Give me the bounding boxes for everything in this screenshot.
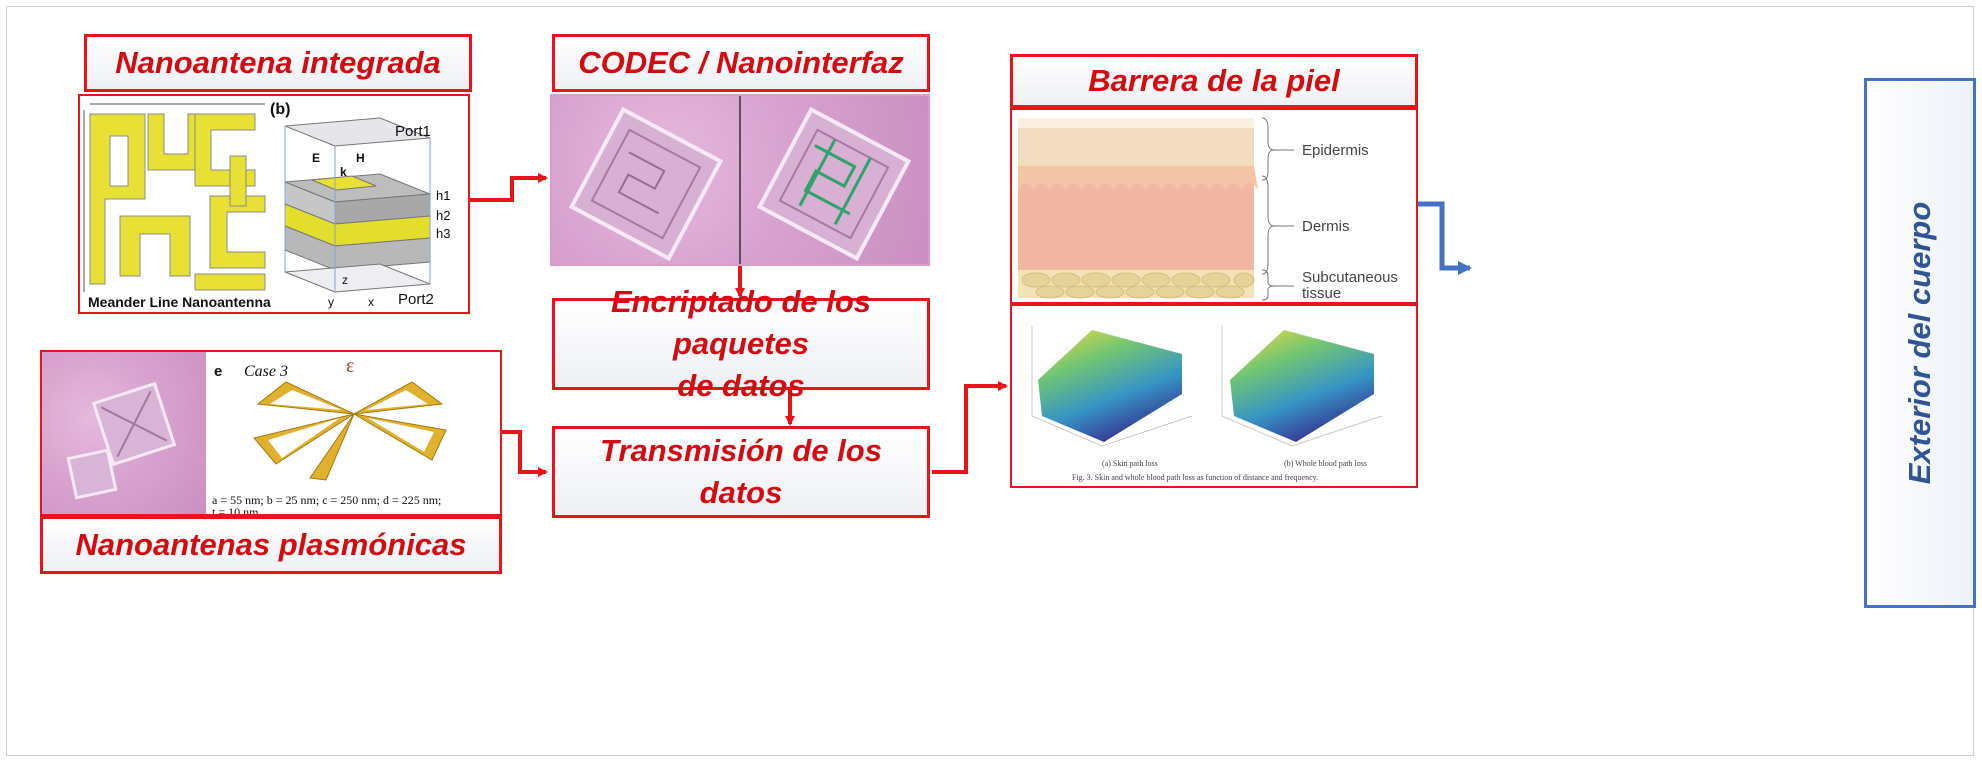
h1-label: h1 (436, 188, 450, 203)
meander-antenna-panel: Meander Line Nanoantenna (b) Port1 Port2… (78, 94, 470, 314)
transmision-label: Transmisión de los datos (600, 433, 882, 510)
plasmonic-microscopy-image (42, 352, 206, 514)
plasmonic-microscopy-figure (66, 381, 177, 500)
bowtie-panel-tag: e (214, 363, 222, 380)
plasmonic-panel: e Case 3 ε a = 55 nm; b = 25 nm; c = 250… (40, 350, 502, 516)
encriptado-label-line1: Encriptado de los paquetes (610, 284, 872, 362)
skin-layers-panel: Epidermis Dermis Subcutaneous tissue (1010, 108, 1418, 304)
subplot-b-label: (b) Whole blood path loss (1284, 459, 1367, 468)
bowtie-caption-line2: t = 10 nm (212, 505, 259, 516)
meander-antenna-figure: Meander Line Nanoantenna (b) Port1 Port2… (83, 101, 450, 310)
meander-caption: Meander Line Nanoantenna (88, 294, 271, 310)
h-field-label: H (356, 151, 365, 165)
codec-microscopy-figure (568, 96, 912, 264)
plot-caption: Fig. 3. Skin and whole blood path loss a… (1072, 473, 1318, 482)
axis-z-label: z (342, 273, 348, 287)
meander-panel-tag: (b) (270, 101, 290, 118)
exterior-label: Exterior del cuerpo (1902, 201, 1937, 485)
k-vector-label: k (340, 165, 347, 179)
barrera-box: Barrera de la piel (1010, 54, 1418, 108)
nanoantena-integrada-label: Nanoantena integrada (115, 45, 441, 81)
subcutaneous-label-line1: Subcutaneous (1302, 269, 1398, 286)
path-loss-plots-panel: (a) Skin path loss (b) Whole blood path … (1010, 304, 1418, 488)
encriptado-box: Encriptado de los paquetes de datos (552, 284, 930, 403)
plasmonicas-label: Nanoantenas plasmónicas (75, 527, 467, 563)
epidermis-label: Epidermis (1302, 142, 1369, 159)
subplot-a-label: (a) Skin path loss (1102, 459, 1158, 468)
bowtie-epsilon-label: ε (346, 355, 354, 377)
port1-label: Port1 (395, 123, 431, 140)
h2-label: h2 (436, 208, 450, 223)
bowtie-caption-line1: a = 55 nm; b = 25 nm; c = 250 nm; d = 22… (212, 493, 441, 507)
codec-label: CODEC / Nanointerfaz (578, 45, 904, 81)
transmision-box: Transmisión de los datos (552, 426, 930, 518)
port2-label: Port2 (398, 291, 434, 308)
plasmonicas-box: Nanoantenas plasmónicas (40, 516, 502, 574)
subcutaneous-label-line2: tissue (1302, 285, 1341, 302)
axis-x-label: x (368, 295, 374, 309)
axis-y-label: y (328, 295, 334, 309)
bowtie-antenna-figure: e Case 3 ε a = 55 nm; b = 25 nm; c = 250… (212, 355, 447, 516)
encriptado-label-line2: de datos (677, 367, 805, 403)
bowtie-case-label: Case 3 (244, 363, 288, 380)
skin-layers-figure: Epidermis Dermis Subcutaneous tissue (1018, 117, 1398, 302)
exterior-box: Exterior del cuerpo (1864, 78, 1976, 608)
e-field-label: E (312, 151, 320, 165)
codec-image-panel (550, 94, 930, 266)
path-loss-plots-figure: (a) Skin path loss (b) Whole blood path … (1031, 326, 1383, 482)
nanoantena-integrada-box: Nanoantena integrada (84, 34, 472, 92)
h3-label: h3 (436, 226, 450, 241)
barrera-label: Barrera de la piel (1088, 63, 1340, 99)
dermis-label: Dermis (1302, 218, 1350, 235)
codec-box: CODEC / Nanointerfaz (552, 34, 930, 92)
